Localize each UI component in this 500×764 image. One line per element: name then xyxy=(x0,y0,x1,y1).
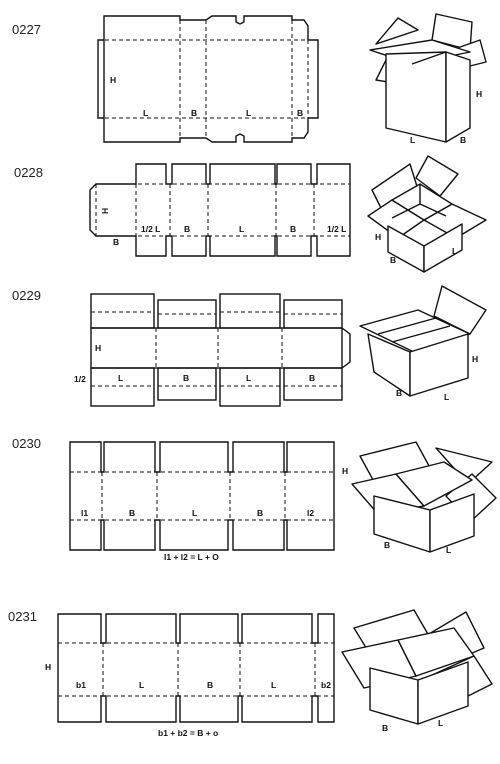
label-part-1: b1 xyxy=(76,680,86,690)
label-length: L xyxy=(438,718,443,728)
formula: l1 + l2 = L + O xyxy=(164,552,219,562)
label-height: H xyxy=(472,354,478,364)
label-length: L xyxy=(246,373,251,383)
style-0229: 0229 H 1/2 L B L xyxy=(12,285,487,407)
label-width: B xyxy=(382,723,388,733)
label-length: L xyxy=(143,108,148,118)
label-half: 1/2 xyxy=(74,374,86,384)
label-length: L xyxy=(239,224,244,234)
label-width: B xyxy=(183,373,189,383)
label-width: B xyxy=(460,135,466,145)
label-length: L xyxy=(444,392,449,402)
label-length: L xyxy=(139,680,144,690)
style-0230: 0230 l1 B L B l2 l1 + l2 = L + O H B xyxy=(12,436,497,562)
label-width: B xyxy=(207,680,213,690)
assembled-box: H B L xyxy=(359,285,487,402)
style-0228: 0228 H B 1/2 L B L B 1/2 L xyxy=(14,155,487,273)
label-width: B xyxy=(113,237,119,247)
label-height: H xyxy=(342,466,348,476)
label-width: B xyxy=(191,108,197,118)
formula: b1 + b2 = B + o xyxy=(158,728,218,738)
label-width: B xyxy=(309,373,315,383)
label-length: L xyxy=(452,246,457,256)
label-width: B xyxy=(184,224,190,234)
style-0231: 0231 H b1 L B L b2 b1 + b2 = B + o B xyxy=(8,609,493,738)
label-part-1: l1 xyxy=(81,508,88,518)
flat-blank: H L B L B xyxy=(97,15,319,143)
assembled-box: H B L xyxy=(367,155,487,273)
label-half-length: 1/2 L xyxy=(327,224,346,234)
label-width: B xyxy=(257,508,263,518)
style-0227: 0227 H L B L B H L xyxy=(12,13,487,145)
label-half-length: 1/2 L xyxy=(141,224,160,234)
label-height: H xyxy=(476,89,482,99)
flat-blank: H 1/2 L B L B xyxy=(74,293,351,407)
style-code: 0228 xyxy=(14,165,43,180)
label-height: H xyxy=(100,208,110,214)
label-length: L xyxy=(192,508,197,518)
label-width: B xyxy=(297,108,303,118)
label-width: B xyxy=(384,540,390,550)
assembled-box: H L B xyxy=(369,13,487,145)
assembled-box: B L xyxy=(341,609,493,733)
flat-blank: H B 1/2 L B L B 1/2 L xyxy=(89,163,351,257)
label-length: L xyxy=(246,108,251,118)
label-height: H xyxy=(110,75,116,85)
label-width: B xyxy=(129,508,135,518)
style-code: 0231 xyxy=(8,609,37,624)
label-part-2: b2 xyxy=(321,680,331,690)
label-height: H xyxy=(375,232,381,242)
flat-blank: l1 B L B l2 l1 + l2 = L + O xyxy=(69,441,335,562)
style-code: 0230 xyxy=(12,436,41,451)
assembled-box: H B L xyxy=(342,441,497,555)
label-width: B xyxy=(390,255,396,265)
label-height: H xyxy=(95,343,101,353)
style-code: 0229 xyxy=(12,288,41,303)
flat-blank: H b1 L B L b2 b1 + b2 = B + o xyxy=(45,613,335,738)
label-length: L xyxy=(410,135,415,145)
label-length: L xyxy=(446,545,451,555)
label-part-2: l2 xyxy=(307,508,314,518)
label-length: L xyxy=(271,680,276,690)
label-length: L xyxy=(118,373,123,383)
label-width: B xyxy=(290,224,296,234)
label-height: H xyxy=(45,662,51,672)
label-width: B xyxy=(396,388,402,398)
style-code: 0227 xyxy=(12,22,41,37)
